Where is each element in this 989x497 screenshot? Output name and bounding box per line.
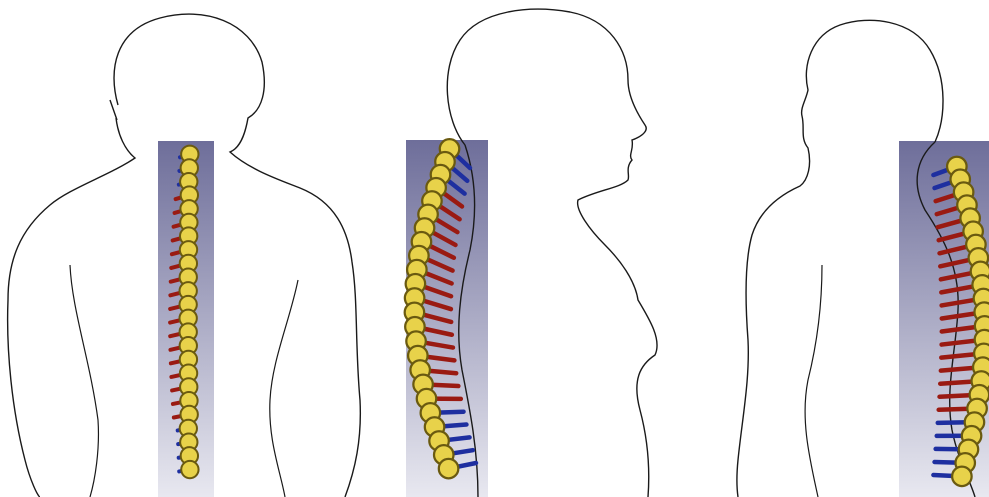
vertebra-marker — [940, 395, 980, 397]
vertebra-marker — [933, 475, 961, 476]
vertebra-marker — [939, 408, 977, 409]
vertebra-marker — [430, 412, 463, 413]
vertebra-marker — [423, 384, 458, 386]
vertebra-marker — [420, 370, 456, 373]
vertebra-marker — [940, 381, 981, 384]
vertebra-marker — [179, 456, 190, 458]
vertebra-marker — [435, 425, 467, 427]
vertebra-marker — [938, 422, 975, 423]
vertebra-marker — [178, 428, 189, 430]
vertebra-marker — [179, 182, 189, 185]
vertebra-marker — [178, 442, 189, 444]
vertebra-marker — [935, 462, 966, 463]
vertebra-marker — [179, 470, 190, 472]
